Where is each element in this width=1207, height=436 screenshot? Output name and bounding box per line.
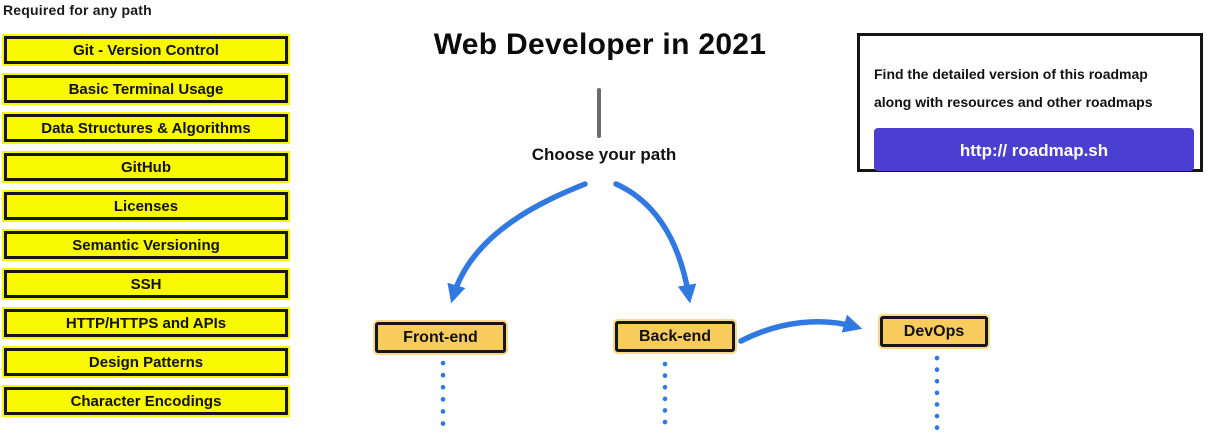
topic-design-patterns[interactable]: Design Patterns (4, 348, 288, 376)
path-node-frontend[interactable]: Front-end (375, 322, 506, 353)
topic-licenses[interactable]: Licenses (4, 192, 288, 220)
info-panel: Find the detailed version of this roadma… (857, 33, 1203, 172)
info-line-1: Find the detailed version of this roadma… (874, 66, 1148, 82)
required-path-heading: Required for any path (3, 2, 152, 18)
topic-git-version-control[interactable]: Git - Version Control (4, 36, 288, 64)
topic-character-encodings[interactable]: Character Encodings (4, 387, 288, 415)
arrow-to-backend (613, 181, 697, 304)
topic-ssh[interactable]: SSH (4, 270, 288, 298)
required-path-list: Git - Version Control Basic Terminal Usa… (4, 36, 288, 426)
path-node-devops[interactable]: DevOps (880, 316, 988, 347)
page-title: Web Developer in 2021 (433, 28, 767, 61)
info-line-2: along with resources and other roadmaps (874, 94, 1153, 110)
stem-line (597, 88, 601, 138)
arrow-to-frontend (447, 181, 588, 304)
topic-basic-terminal-usage[interactable]: Basic Terminal Usage (4, 75, 288, 103)
roadmap-url-button[interactable]: http:// roadmap.sh (874, 128, 1194, 171)
path-node-backend[interactable]: Back-end (615, 321, 735, 352)
topic-http-https-apis[interactable]: HTTP/HTTPS and APIs (4, 309, 288, 337)
arrow-backend-to-devops (738, 314, 863, 344)
choose-your-path-label: Choose your path (531, 145, 677, 164)
topic-semantic-versioning[interactable]: Semantic Versioning (4, 231, 288, 259)
topic-data-structures-algorithms[interactable]: Data Structures & Algorithms (4, 114, 288, 142)
topic-github[interactable]: GitHub (4, 153, 288, 181)
